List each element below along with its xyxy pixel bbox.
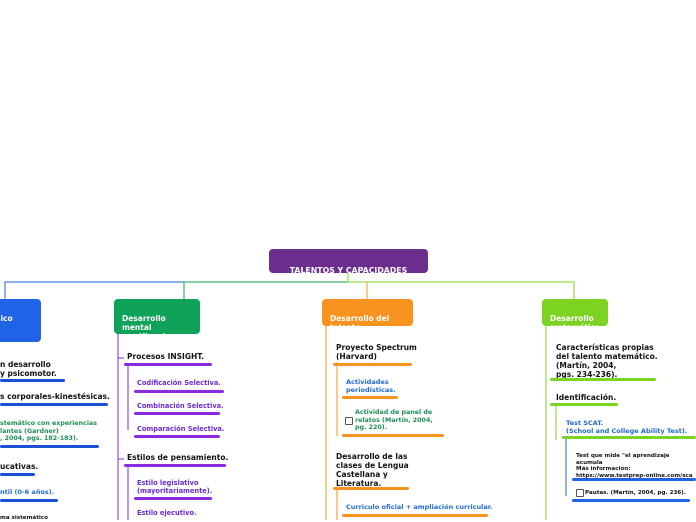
branch-physical[interactable]: sico — [0, 299, 41, 342]
connector-root-b4 — [347, 272, 575, 300]
branch-mental-label: Desarrollo mental y estilos de pensamien… — [122, 314, 180, 350]
underline — [134, 390, 224, 393]
underline — [0, 445, 99, 448]
branch-linguistic-label: Desarrollo del talento lingüístico. — [330, 314, 390, 341]
underline — [134, 497, 212, 500]
underline — [124, 464, 226, 467]
underline — [124, 363, 212, 366]
topic-scat-description[interactable]: Test que mide "el aprendizaje acumula Má… — [576, 453, 693, 480]
underline — [333, 487, 409, 490]
underline — [0, 499, 58, 502]
left-topic-4[interactable]: ucativas. — [0, 462, 39, 471]
topic-combinacion[interactable]: Combinación Selectiva. — [137, 402, 224, 410]
underline — [342, 396, 398, 399]
topic-legislativo[interactable]: Estilo legislativo (mayoritariamente). — [137, 479, 213, 495]
underline — [0, 379, 65, 382]
underline — [562, 436, 696, 439]
underline — [572, 478, 696, 481]
topic-periodisticas[interactable]: Actividades periodísticas. — [346, 378, 396, 394]
topic-identificacion[interactable]: Identificación. — [556, 393, 617, 402]
checkbox-icon[interactable] — [576, 489, 584, 497]
underline — [333, 363, 412, 366]
underline — [572, 499, 690, 502]
left-topic-1[interactable]: n desarrollo y psicomotor. — [0, 360, 57, 378]
underline — [550, 378, 656, 381]
underline — [0, 403, 108, 406]
root-label: TALENTOS Y CAPACIDADES — [289, 266, 408, 276]
connector-root-b1 — [4, 272, 349, 300]
topic-panel-relatos[interactable]: Actividad de panel de relatos (Martín, 2… — [355, 409, 433, 432]
topic-caracteristicas[interactable]: Características propias del talento mate… — [556, 343, 658, 379]
topic-ejecutivo[interactable]: Estilo ejecutivo. — [137, 509, 197, 517]
checkbox-icon[interactable] — [345, 417, 353, 425]
connector-root-b2 — [183, 272, 349, 300]
left-topic-6[interactable]: ma sistemático — [0, 515, 48, 521]
topic-estilos[interactable]: Estilos de pensamiento. — [127, 453, 229, 462]
branch-physical-label: sico — [0, 314, 13, 323]
branch-math[interactable]: Desarrollo matemático. — [542, 299, 608, 332]
left-topic-2[interactable]: s corporales-kinestésicas. — [0, 392, 110, 401]
underline — [134, 412, 220, 415]
left-topic-3[interactable]: stemático con experiencias lantes (Gardn… — [0, 420, 98, 443]
underline — [342, 434, 444, 437]
underline — [342, 514, 488, 517]
topic-scat[interactable]: Test SCAT. (School and College Ability T… — [566, 419, 688, 435]
underline — [134, 435, 220, 438]
topic-codificacion[interactable]: Codificación Selectiva. — [137, 379, 221, 387]
root-node[interactable]: TALENTOS Y CAPACIDADES — [269, 249, 428, 276]
topic-insight[interactable]: Procesos INSIGHT. — [127, 352, 205, 361]
branch-linguistic[interactable]: Desarrollo del talento lingüístico. — [322, 299, 413, 341]
topic-clases-lengua[interactable]: Desarrollo de las clases de Lengua Caste… — [336, 452, 409, 488]
branch-math-label: Desarrollo matemático. — [550, 314, 604, 332]
underline — [550, 403, 618, 406]
underline — [0, 473, 35, 476]
topic-spectrum[interactable]: Proyecto Spectrum (Harvard) — [336, 343, 417, 361]
branch-mental[interactable]: Desarrollo mental y estilos de pensamien… — [114, 299, 200, 350]
connector-root-b3 — [347, 272, 368, 300]
topic-pautas[interactable]: Pautas. (Martín, 2004, pg. 236). — [585, 490, 686, 496]
left-topic-5[interactable]: ntil (0-6 años). — [0, 488, 55, 496]
topic-comparacion[interactable]: Comparación Selectiva. — [137, 425, 225, 433]
topic-curriculo[interactable]: Curriculo oficial + ampliación curricula… — [346, 503, 493, 511]
